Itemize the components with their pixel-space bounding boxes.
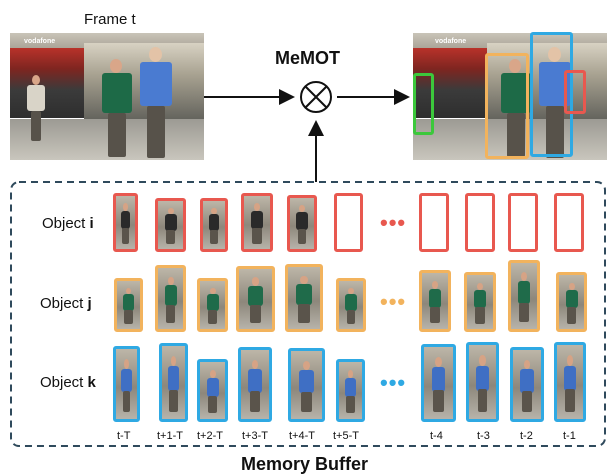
memory-slot-j-5 <box>285 264 323 332</box>
time-label: t+1-T <box>157 430 183 442</box>
row-label-prefix: Object <box>40 374 88 391</box>
input-frame-image: vodafone <box>10 33 204 160</box>
memory-buffer-title: Memory Buffer <box>237 454 373 475</box>
row-label-id: k <box>87 374 96 391</box>
memory-slot-j-4 <box>236 266 275 332</box>
memory-slot-j-6 <box>336 278 366 332</box>
memory-buffer-border <box>10 181 606 447</box>
row-label-id: i <box>89 215 94 232</box>
frame-t-label: Frame t <box>84 11 136 28</box>
memory-slot-k-3 <box>197 359 228 422</box>
memory-slot-j-2 <box>155 265 186 332</box>
memory-slot-k-9 <box>510 347 544 422</box>
memory-slot-i-1 <box>113 193 138 252</box>
memory-slot-j-10 <box>556 272 587 332</box>
time-label: t-4 <box>430 430 443 442</box>
memory-slot-j-8 <box>464 272 496 332</box>
memory-slot-i-empty-3 <box>465 193 495 252</box>
time-label: t+2-T <box>197 430 223 442</box>
memory-slot-j-3 <box>197 278 228 332</box>
memory-slot-i-2 <box>155 198 186 252</box>
memory-slot-j-7 <box>419 270 451 332</box>
memory-slot-i-3 <box>200 198 228 252</box>
pedestrian-man <box>537 47 573 159</box>
row-i-ellipsis: ••• <box>380 210 407 235</box>
memory-slot-i-4 <box>241 193 273 252</box>
row-label-id: j <box>87 295 92 312</box>
memory-slot-k-1 <box>113 346 140 422</box>
memory-slot-k-4 <box>238 347 272 422</box>
memory-slot-i-empty-5 <box>554 193 584 252</box>
memory-slot-k-2 <box>159 343 188 422</box>
time-label: t-3 <box>477 430 490 442</box>
row-label-object-k: Object k <box>40 374 96 391</box>
time-label: t+5-T <box>333 430 359 442</box>
time-label: t+4-T <box>289 430 315 442</box>
memory-slot-k-7 <box>421 344 456 422</box>
time-label: t-2 <box>520 430 533 442</box>
memory-slot-k-8 <box>466 342 499 422</box>
row-label-object-i: Object i <box>42 215 94 232</box>
store-sign-text: vodafone <box>24 38 56 45</box>
time-label: t-1 <box>563 430 576 442</box>
row-label-prefix: Object <box>42 215 90 232</box>
memory-slot-i-empty-4 <box>508 193 538 252</box>
memory-slot-k-6 <box>336 359 365 422</box>
row-j-ellipsis: ••• <box>380 289 407 314</box>
row-k-ellipsis: ••• <box>380 370 407 395</box>
time-label: t+3-T <box>242 430 268 442</box>
detection-box-red <box>564 70 586 114</box>
memory-slot-k-5 <box>288 348 325 422</box>
pedestrian-man <box>138 47 174 159</box>
memory-slot-j-1 <box>114 278 143 332</box>
memory-slot-i-empty-1 <box>334 193 363 252</box>
output-frame-image: vodafone <box>413 33 607 160</box>
method-title: MeMOT <box>275 48 340 68</box>
row-label-prefix: Object <box>40 295 88 312</box>
pedestrian-woman <box>100 59 134 159</box>
detection-box-green <box>413 73 434 135</box>
store-sign-text: vodafone <box>435 38 467 45</box>
cross-operator-icon <box>300 81 332 113</box>
detection-box-orange <box>485 53 529 159</box>
time-label: t-T <box>117 430 131 442</box>
detection-box-blue <box>530 32 573 157</box>
memory-slot-i-empty-2 <box>419 193 449 252</box>
pedestrian-bg <box>26 75 46 143</box>
memory-slot-i-5 <box>287 195 317 252</box>
memory-slot-k-10 <box>554 342 586 422</box>
memory-slot-j-9 <box>508 260 540 332</box>
row-label-object-j: Object j <box>40 295 92 312</box>
